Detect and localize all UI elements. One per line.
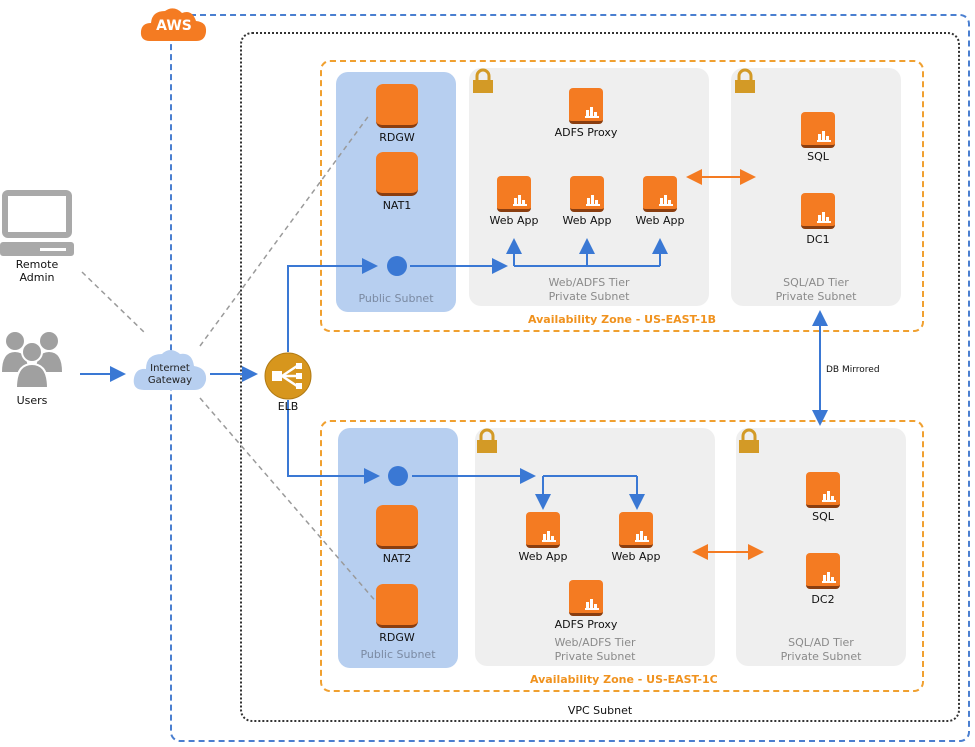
web-tier-label-2: Private Subnet [548,290,630,303]
instance-nat2[interactable]: NAT2 [376,505,418,565]
gateway-label-2: Gateway [147,375,193,386]
remote-admin-label-1: Remote [15,258,59,271]
availability-zone-us-east-1c [320,420,924,692]
users[interactable]: Users [0,330,64,407]
internet-gateway[interactable]: Internet Gateway [132,344,208,394]
instance-sql[interactable]: SQL [806,472,840,523]
instance-dc1[interactable]: DC1 [801,193,835,246]
zone-b-label: Availability Zone - US-EAST-1B [528,313,717,326]
lock-icon [734,68,756,94]
remote-admin-label-2: Admin [19,271,55,284]
public-subnet-label: Public Subnet [360,648,436,661]
ec2-app-icon [526,512,560,548]
lock-icon [472,68,494,94]
sql-tier-label-2: Private Subnet [780,650,862,663]
admin-to-gateway-line [81,271,147,335]
public-subnet-label: Public Subnet [358,292,434,305]
elb-to-c-router [287,400,380,484]
gateway-to-rdgw1-line [199,113,371,347]
aws-cloud-icon: AWS [140,5,208,43]
gateway-to-rdgw2-line [199,397,379,605]
cloud-icon [133,350,207,390]
ec2-instance-icon [376,584,418,628]
ec2-app-icon [569,88,603,124]
load-balancer-icon [264,352,312,400]
elb-to-b-router [287,258,378,352]
users-label: Users [16,394,48,407]
instance-rdgw[interactable]: RDGW [376,584,418,644]
ec2-instance-icon [376,152,418,196]
db-mirrored-label: DB Mirrored [826,365,880,375]
instance-web-app[interactable]: Web App [612,512,660,563]
instance-nat1[interactable]: NAT1 [376,152,418,212]
ec2-app-icon [801,193,835,229]
router-c [388,466,408,486]
ec2-app-icon [497,176,531,212]
ec2-instance-icon [376,505,418,549]
web-tier-label-1: Web/ADFS Tier [554,636,636,649]
elb[interactable]: ELB [264,352,312,413]
instance-dc2[interactable]: DC2 [806,553,840,606]
zone-c-label: Availability Zone - US-EAST-1C [530,673,718,686]
instance-rdgw[interactable]: RDGW [376,84,418,144]
gateway-label-1: Internet [150,363,190,374]
sql-tier-label-1: SQL/AD Tier [788,636,854,649]
aws-label: AWS [156,18,192,34]
web-adfs-subnet-c: Web/ADFS Tier Private Subnet [475,428,715,666]
sql-ad-subnet-b: SQL/AD Tier Private Subnet [731,68,901,306]
ec2-instance-icon [376,84,418,128]
instance-web-app[interactable]: Web App [519,512,567,563]
elb-label: ELB [277,400,299,413]
lock-icon [738,428,760,454]
instance-web-app[interactable]: Web App [563,176,611,227]
router-b [387,256,407,276]
computer-icon [0,190,74,256]
lock-icon [476,428,498,454]
vpc-boundary [240,32,960,722]
sql-tier-label-1: SQL/AD Tier [783,276,849,289]
ec2-app-icon [801,112,835,148]
ec2-app-icon [643,176,677,212]
ec2-app-icon [569,580,603,616]
vpc-label: VPC Subnet [567,704,633,717]
ec2-app-icon [806,472,840,508]
sql-tier-label-2: Private Subnet [775,290,857,303]
availability-zone-us-east-1b [320,60,924,332]
instance-web-app[interactable]: Web App [490,176,538,227]
instance-sql[interactable]: SQL [801,112,835,163]
ec2-app-icon [806,553,840,589]
web-tier-label-2: Private Subnet [554,650,636,663]
remote-admin[interactable]: Remote Admin [0,188,75,284]
sql-ad-subnet-c: SQL/AD Tier Private Subnet [736,428,906,666]
instance-adfs-proxy[interactable]: ADFS Proxy [555,580,617,631]
ec2-app-icon [570,176,604,212]
instance-web-app[interactable]: Web App [636,176,684,227]
ec2-app-icon [619,512,653,548]
web-tier-label-1: Web/ADFS Tier [548,276,630,289]
instance-adfs-proxy[interactable]: ADFS Proxy [555,88,617,139]
users-icon [2,332,62,389]
